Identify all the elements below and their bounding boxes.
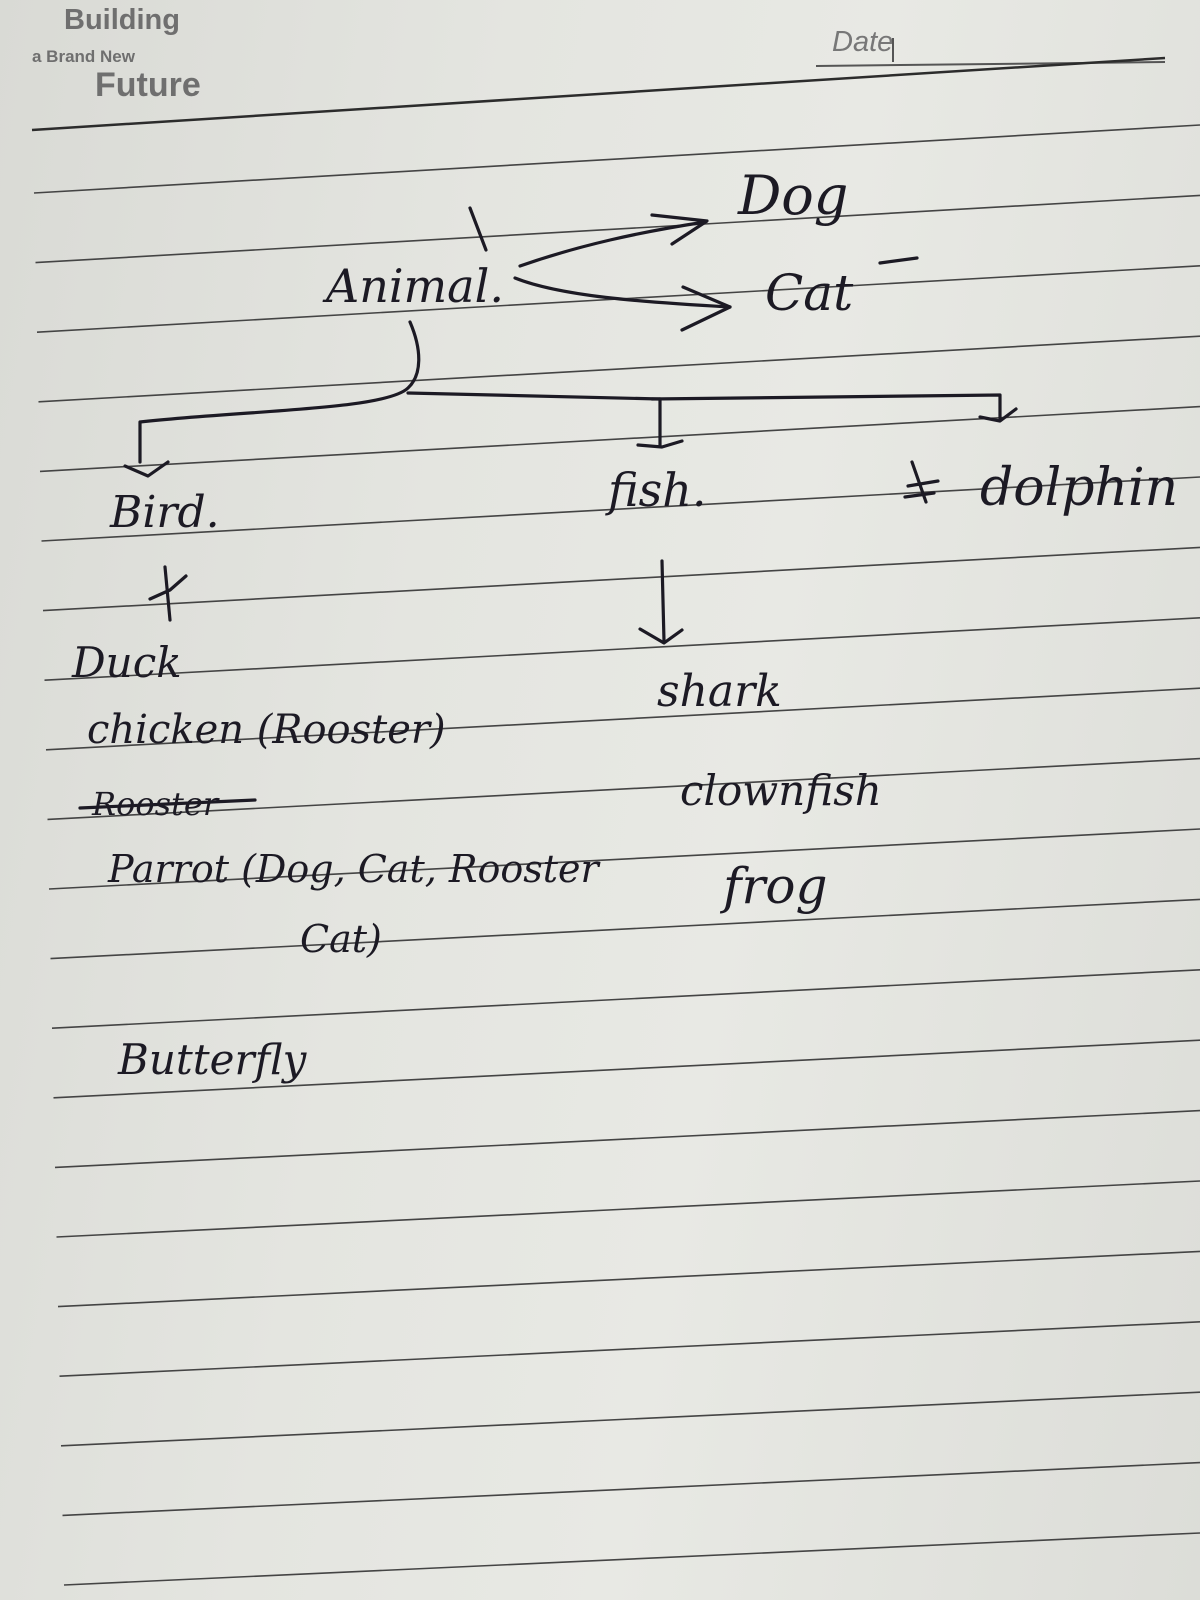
node-dog: Dog xyxy=(737,164,848,227)
header-rule-line xyxy=(31,56,1166,132)
crossed-out-scribble xyxy=(903,460,940,504)
ruled-line xyxy=(54,1109,1200,1169)
ruled-line xyxy=(51,969,1200,1029)
node-bird: Bird. xyxy=(109,487,220,538)
ruled-line xyxy=(62,1461,1200,1517)
ruled-line xyxy=(45,687,1200,751)
arrow-head-bird xyxy=(123,460,170,478)
arrow-animal-to-cat xyxy=(513,276,732,309)
ruled-line xyxy=(56,1180,1200,1238)
bird-item-parrot-cont: Cat) xyxy=(300,917,382,961)
arrow-animal-to-dog xyxy=(518,220,707,268)
ruled-line xyxy=(63,1532,1200,1586)
arrow-head-cat xyxy=(680,285,732,332)
fish-item-clownfish: clownfish xyxy=(680,766,882,815)
item-butterfly: Butterfly xyxy=(117,1035,308,1084)
ruled-line xyxy=(42,546,1200,612)
branch-to-bird xyxy=(138,320,421,464)
ruled-line xyxy=(47,757,1200,821)
ruled-line xyxy=(48,828,1200,890)
bird-item-chicken: chicken (Rooster) xyxy=(87,707,446,753)
ruled-line xyxy=(60,1391,1200,1447)
ruled-line xyxy=(35,194,1200,264)
ruled-line xyxy=(44,617,1200,681)
arrow-head-dog xyxy=(650,213,709,246)
arrow-head-fish xyxy=(636,439,684,449)
ruled-line xyxy=(41,476,1200,542)
animal-l-stroke xyxy=(468,206,488,252)
branch-bar-to-dolphin xyxy=(650,393,1002,420)
arrow-head-dolphin xyxy=(978,407,1018,423)
ruled-line xyxy=(33,124,1200,194)
cat-t-crossbar-extension xyxy=(878,256,919,265)
ruled-line xyxy=(38,335,1200,403)
node-animal: Animal. xyxy=(322,259,504,313)
ruled-line xyxy=(50,898,1200,960)
ruled-line xyxy=(57,1250,1200,1308)
node-fish: fish. xyxy=(605,463,707,517)
brand-logo-a-brand-new: a Brand New xyxy=(32,47,135,66)
branch-bar-to-fish xyxy=(406,391,662,401)
brand-logo-building: Building xyxy=(64,4,180,36)
node-cat: Cat xyxy=(765,264,854,322)
node-dolphin: dolphin xyxy=(980,458,1178,518)
arrow-bird-to-list xyxy=(148,565,188,622)
fish-item-shark: shark xyxy=(657,666,782,717)
ruled-line xyxy=(53,1039,1200,1099)
strikethrough-line xyxy=(78,798,257,810)
arrow-fish-to-list xyxy=(638,559,684,645)
brand-logo-future: Future xyxy=(95,66,201,104)
bird-item-parrot: Parrot (Dog, Cat, Rooster xyxy=(107,847,602,891)
fish-item-frog: frog xyxy=(719,857,828,915)
date-field-label: Date xyxy=(832,26,894,58)
ruled-line xyxy=(59,1321,1200,1377)
bird-item-duck: Duck xyxy=(71,638,182,687)
